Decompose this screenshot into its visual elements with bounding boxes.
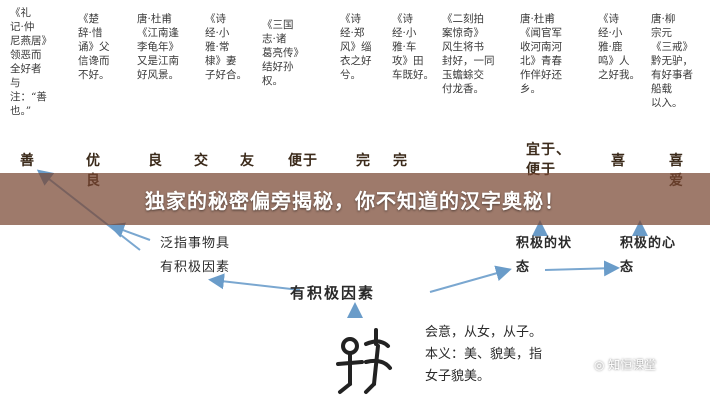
quote-chuci: 《楚 辞·惜 诵》父 信谗而 不好。 (78, 13, 110, 81)
quote-changdi: 《诗 经·小 雅·常 棣》妻 子好合。 (205, 13, 247, 81)
meaning-xi-1: 喜 (611, 153, 626, 169)
ancient-glyph-icon (336, 328, 392, 394)
quote-zhengfeng: 《诗 经·郑 风》缁 衣之好 兮。 (340, 13, 372, 81)
branch-right-state: 积极的状 态 (516, 236, 573, 275)
branch-right-mind: 积极的心 态 (620, 236, 677, 275)
quote-sanguozhi: 《三国 志·诸 葛亮传》 结好孙 权。 (262, 19, 304, 87)
arrow-left-to-upper (108, 222, 151, 241)
quote-liji: 《礼 记·仲 尼燕居》 领恶而 全好者 与 注：“善 也。” (10, 7, 52, 117)
quote-erke: 《二刻拍 案惊奇》 风生将书 封好，一同 玉蟾蜍交 付龙香。 (442, 13, 495, 95)
branch-left-label: 泛指事物具 有积极因素 (160, 236, 231, 275)
quote-dufu-jiangnan: 唐·杜甫 《江南逢 李龟年》 又是江南 好风景。 (137, 13, 179, 81)
meaning-friend: 友 (240, 153, 255, 169)
quote-sanjie: 唐·柳 宗元 《三戒》 黔无驴， 有好事者 船载 以入。 (651, 13, 693, 109)
banner-title: 独家的秘密偏旁揭秘，你不知道的汉字奥秘！ (145, 188, 565, 213)
center-concept: 有积极因素 (290, 284, 376, 302)
quote-chegong: 《诗 经·小 雅·车 攻》田 车既好。 (392, 13, 434, 81)
title-banner (0, 173, 710, 225)
meaning-you: 优 (86, 153, 101, 169)
meaning-wan-1: 完 (356, 153, 371, 169)
arrow-to-left-branch (208, 273, 301, 291)
meaning-jiao: 交 (194, 153, 209, 169)
watermark: ◎ 知恒课堂 (594, 358, 657, 372)
meaning-bianyu: 便于 (288, 153, 318, 169)
meaning-liang: 良 (148, 153, 163, 169)
meaning-wan-2: 完 (393, 153, 408, 169)
glyph-explanation: 会意，从女，从子。 本义：美、貌美，指 女子貌美。 (425, 325, 543, 384)
quote-dufu-hebei: 唐·杜甫 《闻官军 收河南河 北》青春 作伴好还 乡。 (520, 13, 562, 95)
meaning-xi-2: 喜 (669, 153, 684, 169)
arrow-right1-to-right2 (544, 260, 620, 277)
quote-luming: 《诗 经·小 雅·鹿 鸣》人 之好我。 (598, 13, 640, 81)
meaning-shan: 善 (20, 153, 35, 169)
arrow-to-right-branch1 (429, 265, 512, 293)
watermark-logo-icon: ◎ (594, 358, 609, 372)
